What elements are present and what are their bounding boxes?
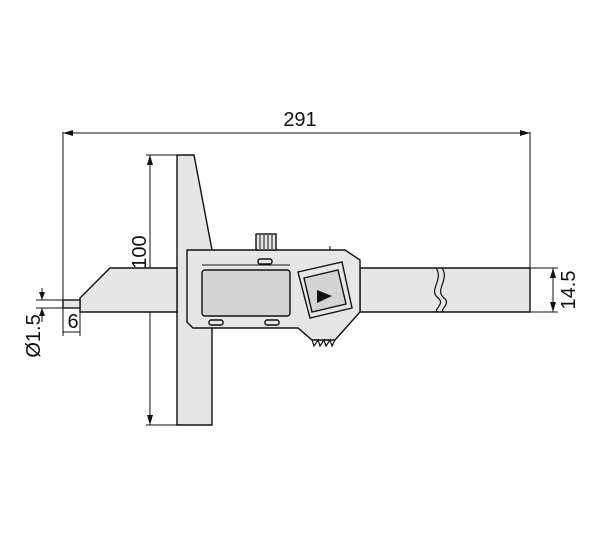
beam-height-label: 14.5 <box>558 271 580 310</box>
depth-rod <box>79 267 531 313</box>
locking-screw[interactable] <box>255 233 277 251</box>
beam-height-dimension: 14.5 <box>530 267 580 313</box>
base-height-label: 100 <box>129 235 151 268</box>
triangle-play-icon[interactable] <box>317 290 332 303</box>
measuring-pin <box>62 299 81 309</box>
overall-length-label: 291 <box>283 109 316 131</box>
pin-length-label: 6 <box>67 311 78 333</box>
overall-length-dimension: 291 <box>62 109 531 300</box>
digital-display-unit <box>186 249 361 348</box>
pin-diameter-label: Ø1.5 <box>23 314 45 357</box>
pin-dimensions: Ø1.5 6 <box>23 288 81 358</box>
